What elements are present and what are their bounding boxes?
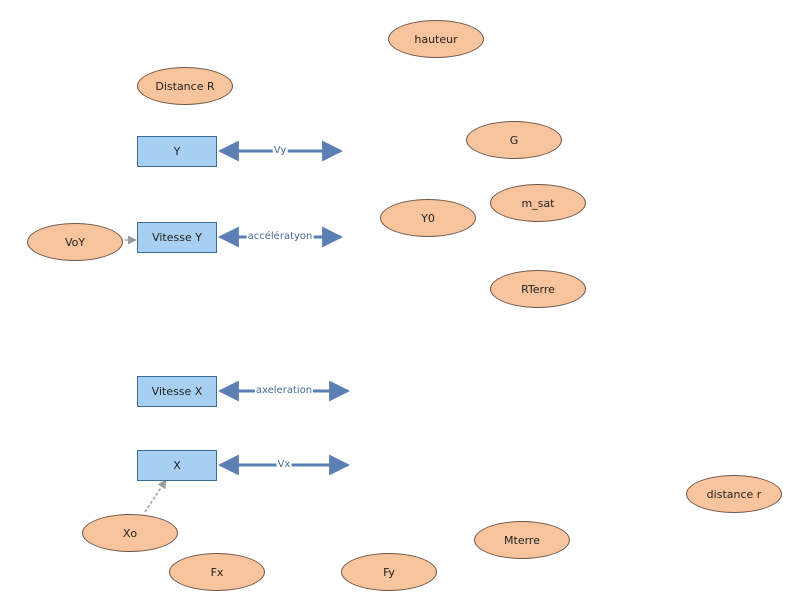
stock-vitesse-y[interactable]: Vitesse Y (137, 222, 217, 253)
flow-label-vy: Vy (272, 145, 288, 157)
variable-voy[interactable]: VoY (27, 223, 123, 261)
variable-fx[interactable]: Fx (169, 553, 265, 591)
variable-mterre[interactable]: Mterre (474, 521, 570, 559)
variable-rterre[interactable]: RTerre (490, 270, 586, 308)
flow-label-vx: Vx (276, 459, 292, 471)
flow-label-acceleration-y: accélératyon (246, 231, 314, 243)
link-xo-to-x[interactable] (144, 479, 167, 513)
variable-distance-r-upper[interactable]: Distance R (137, 67, 233, 105)
stock-x[interactable]: X (137, 450, 217, 481)
variable-xo[interactable]: Xo (82, 514, 178, 552)
variable-hauteur[interactable]: hauteur (388, 20, 484, 58)
variable-y0[interactable]: Y0 (380, 199, 476, 237)
flow-label-acceleration-x: axeleration (254, 385, 314, 397)
variable-m-sat[interactable]: m_sat (490, 184, 586, 222)
variable-fy[interactable]: Fy (341, 553, 437, 591)
stock-vitesse-x[interactable]: Vitesse X (137, 376, 217, 407)
stock-y[interactable]: Y (137, 136, 217, 167)
variable-g[interactable]: G (466, 121, 562, 159)
variable-distance-r-lower[interactable]: distance r (686, 475, 782, 513)
